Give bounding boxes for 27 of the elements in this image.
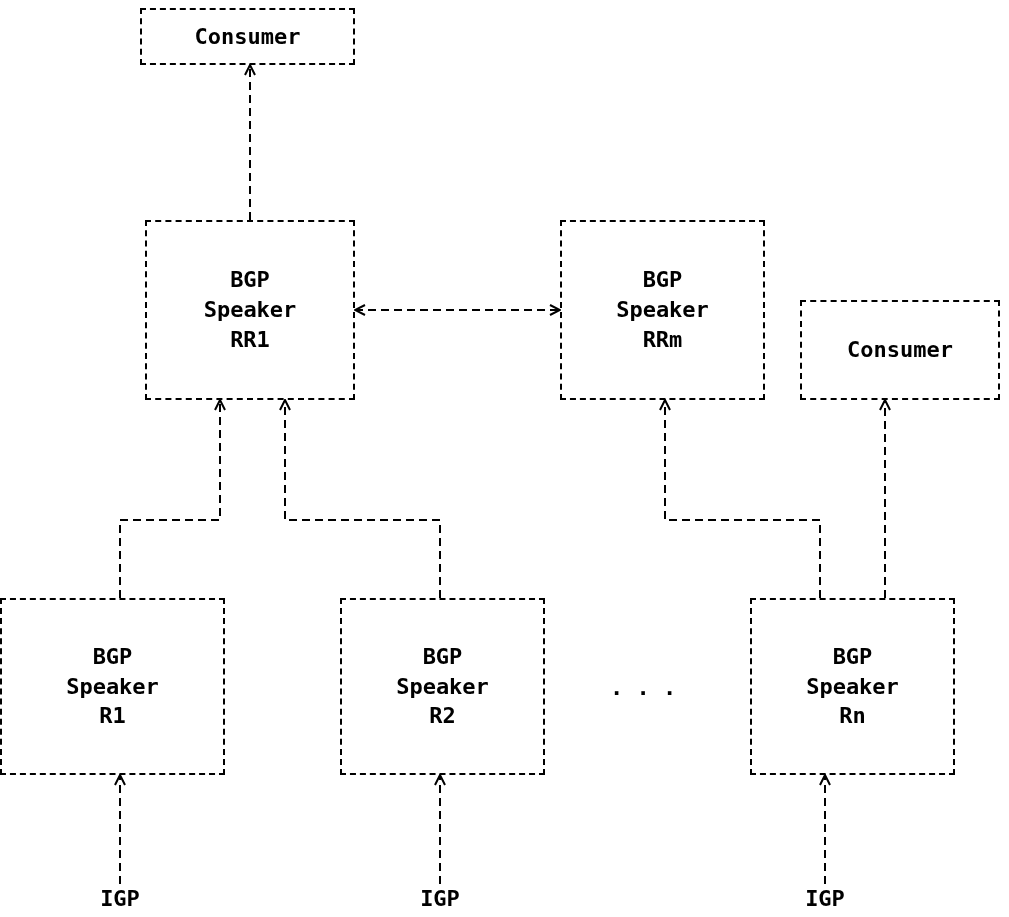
node-label: BGP Speaker Rn: [805, 642, 900, 731]
arrow: [119, 399, 226, 599]
arrow: [659, 399, 821, 599]
arrow: [819, 774, 831, 885]
source-label: IGP: [100, 885, 140, 914]
node-box: [140, 8, 355, 65]
node-label: Consumer: [846, 336, 954, 365]
node-box: [750, 598, 955, 775]
node-label: Consumer: [193, 22, 302, 51]
ellipsis-label: . . .: [610, 675, 677, 700]
arrow: [114, 774, 126, 885]
node-label: BGP Speaker R1: [65, 642, 160, 731]
node-box: [0, 598, 225, 775]
arrow: [879, 399, 891, 599]
node-box: [800, 300, 1000, 400]
node-label: BGP Speaker RRm: [615, 266, 710, 354]
source-label: IGP: [805, 885, 845, 914]
arrow: [279, 399, 441, 599]
arrow: [244, 64, 256, 221]
node-box: [145, 220, 355, 400]
arrow: [434, 774, 446, 885]
arrow: [354, 304, 561, 316]
node-label: BGP Speaker RR1: [202, 266, 298, 354]
source-label: IGP: [420, 885, 460, 914]
node-box: [340, 598, 545, 775]
node-box: [560, 220, 765, 400]
node-label: BGP Speaker R2: [395, 642, 490, 731]
